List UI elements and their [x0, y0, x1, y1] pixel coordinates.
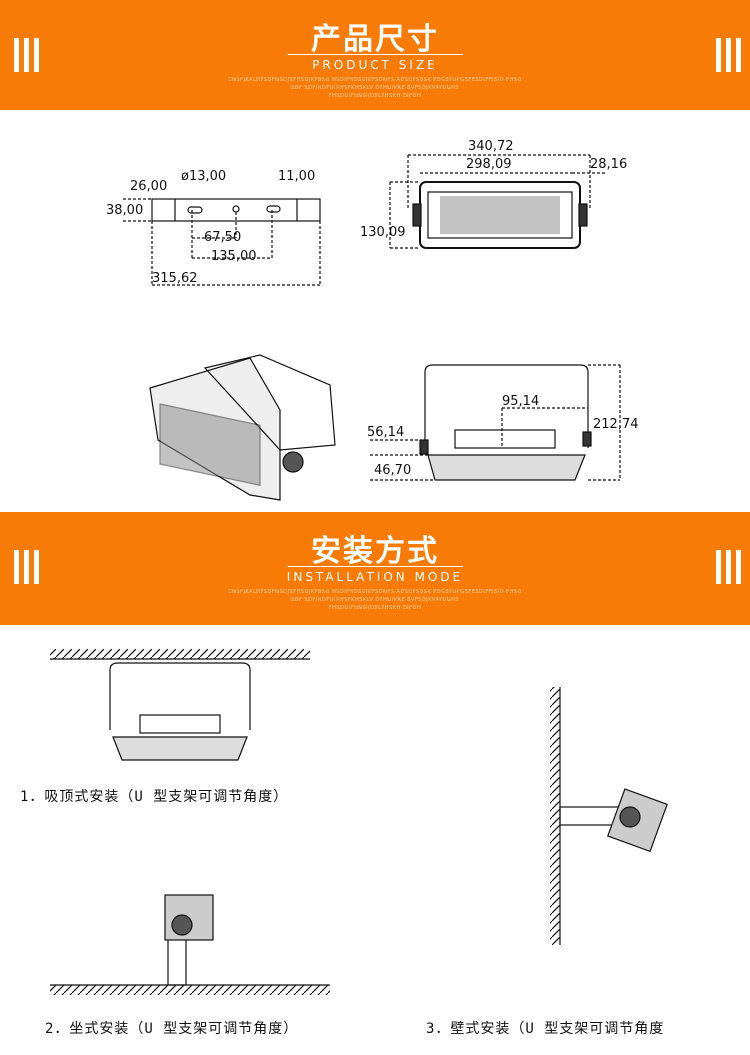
dimension-label: 340,72: [468, 139, 514, 154]
caption-wall-mount: 3．壁式安装（U 型支架可调节角度: [426, 1021, 665, 1037]
product-size-header: 产品尺寸 PRODUCT SIZE CNSFJKALHFSDFNSDJKFHSD…: [0, 0, 750, 110]
perspective-view-drawing: [149, 354, 336, 501]
bars-icon: [716, 38, 746, 72]
wall-mount-drawing: [550, 687, 668, 945]
dimension-label: 28,16: [590, 157, 627, 172]
decorative-text-line: CNSFJKALHFSDFNSDJKFHSDJKFBSD HSDIFHDSUIK…: [228, 77, 522, 83]
dimension-label: 95,14: [502, 394, 539, 409]
dimension-label: 11,00: [278, 169, 315, 184]
front-view-drawing: 340,72 298,09 28,16 130,09: [360, 139, 627, 249]
caption-ceiling-mount: 1．吸顶式安装（U 型支架可调节角度）: [20, 789, 289, 805]
installation-mode-header: 安装方式 INSTALLATION MODE CNSFJKALHFSDFNSDJ…: [0, 512, 750, 625]
decorative-text-line: SDF SDFIHDFUIVHSFKHSKLV DFHUIVRE BVFSDJK…: [290, 85, 460, 91]
ceiling-mount-drawing: [50, 649, 310, 761]
caption-floor-mount: 2．坐式安装（U 型支架可调节角度）: [45, 1021, 299, 1037]
decorative-text: CNSFJKALHFSDFNSDJKFHSDJKFBSD HSDIFHDSUIK…: [0, 76, 750, 100]
dimension-label: 67,50: [204, 230, 241, 245]
divider: [287, 566, 463, 567]
decorative-text-line: FHSDUIFHNSIJDSLFHSKH DIFOH: [328, 93, 422, 99]
dimension-drawings: 26,00 ø13,00 11,00 38,00 67,50 135,00 31…: [106, 139, 639, 501]
bracket-drawing: 26,00 ø13,00 11,00 38,00 67,50 135,00 31…: [106, 169, 321, 286]
installation-drawings: [50, 649, 668, 995]
side-view-drawing: 95,14 212,74 56,14 46,70: [367, 364, 639, 481]
decorative-text-line: SDF SDFIHDFUIVHSFKHSKLV DFHUIVRE BVFSDJK…: [290, 597, 460, 603]
bars-icon: [716, 550, 746, 584]
dimension-label: 46,70: [374, 463, 411, 478]
section-title: 产品尺寸: [311, 22, 439, 57]
decorative-text: CNSFJKALHFSDFNSDJKFHSDJKFBSD HSDIFHDSUIK…: [0, 588, 750, 612]
bars-icon: [14, 38, 44, 72]
floor-mount-drawing: [50, 894, 330, 995]
section-subtitle: PRODUCT SIZE: [312, 58, 438, 72]
dimension-label: 38,00: [106, 203, 143, 218]
decorative-text-line: CNSFJKALHFSDFNSDJKFHSDJKFBSD HSDIFHDSUIK…: [228, 589, 522, 595]
dimension-label: 130,09: [360, 225, 406, 240]
dimension-label: ø13,00: [181, 169, 226, 184]
section-title: 安装方式: [311, 534, 439, 569]
decorative-text-line: FHSDUIFHNSIJDSLFHSKH DIFOH: [328, 605, 422, 611]
dimension-label: 298,09: [466, 157, 512, 172]
section-subtitle: INSTALLATION MODE: [286, 570, 464, 584]
dimension-label: 26,00: [130, 179, 167, 194]
divider: [287, 54, 463, 55]
dimension-label: 135,00: [211, 249, 257, 264]
dimension-label: 212,74: [593, 417, 639, 432]
dimension-label: 56,14: [367, 425, 404, 440]
bars-icon: [14, 550, 44, 584]
dimension-label: 315,62: [152, 271, 198, 286]
